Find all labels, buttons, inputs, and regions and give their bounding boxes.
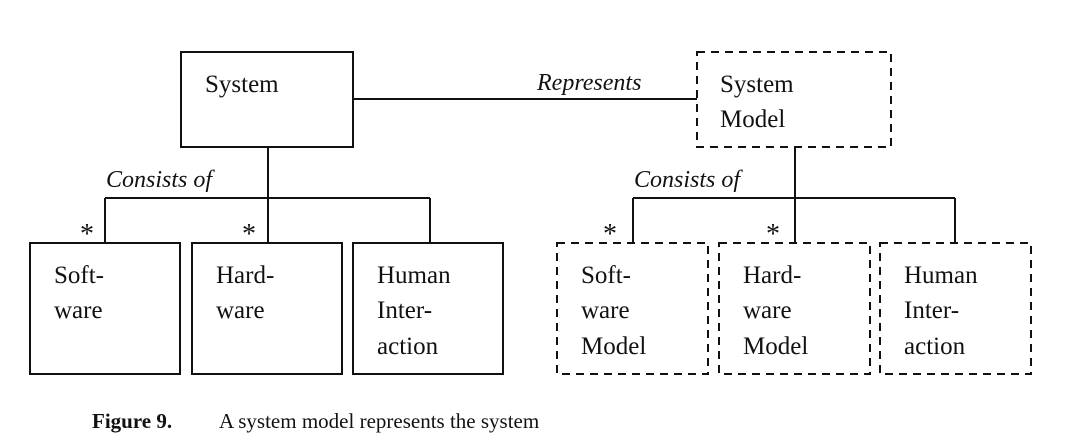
software-model-box bbox=[556, 242, 709, 375]
human-interaction-model-box bbox=[879, 242, 1032, 375]
right-consists-connector bbox=[632, 147, 956, 243]
human-interaction-label-line1: Human bbox=[377, 262, 451, 289]
human-interaction-label-line3: action bbox=[377, 333, 439, 360]
human-interaction-box bbox=[352, 242, 504, 375]
figure-caption-text: A system model represents the system bbox=[219, 409, 539, 433]
hardware-model-multiplicity: * bbox=[766, 219, 780, 250]
hardware-box-label-line2: ware bbox=[216, 297, 265, 324]
human-interaction-model-label-line1: Human bbox=[904, 262, 978, 289]
human-interaction-label-line2: Inter- bbox=[377, 297, 432, 324]
left-consists-connector bbox=[104, 147, 431, 243]
human-interaction-model-label-line2: Inter- bbox=[904, 297, 959, 324]
system-model-label-line1: System bbox=[720, 71, 794, 98]
software-model-label-line1: Soft- bbox=[581, 262, 631, 289]
hardware-model-box bbox=[718, 242, 871, 375]
system-box bbox=[180, 51, 354, 148]
software-box-label-line2: ware bbox=[54, 297, 103, 324]
left-consists-of-label: Consists of bbox=[106, 167, 215, 193]
system-box-label: System bbox=[205, 71, 279, 98]
right-consists-of-label: Consists of bbox=[634, 167, 743, 193]
human-interaction-model-label-line3: action bbox=[904, 333, 966, 360]
hardware-model-label-line2: ware bbox=[743, 297, 792, 324]
software-model-label-line3: Model bbox=[581, 333, 646, 360]
figure-caption-label: Figure 9. bbox=[92, 409, 172, 433]
software-box bbox=[29, 242, 181, 375]
hardware-box-label-line1: Hard- bbox=[216, 262, 274, 289]
software-multiplicity: * bbox=[80, 219, 94, 250]
hardware-box bbox=[191, 242, 343, 375]
hardware-model-label-line1: Hard- bbox=[743, 262, 801, 289]
system-model-label-line2: Model bbox=[720, 106, 785, 133]
hardware-multiplicity: * bbox=[242, 219, 256, 250]
represents-label: Represents bbox=[536, 70, 641, 96]
software-model-multiplicity: * bbox=[603, 219, 617, 250]
hardware-model-label-line3: Model bbox=[743, 333, 808, 360]
software-box-label-line1: Soft- bbox=[54, 262, 104, 289]
software-model-label-line2: ware bbox=[581, 297, 630, 324]
